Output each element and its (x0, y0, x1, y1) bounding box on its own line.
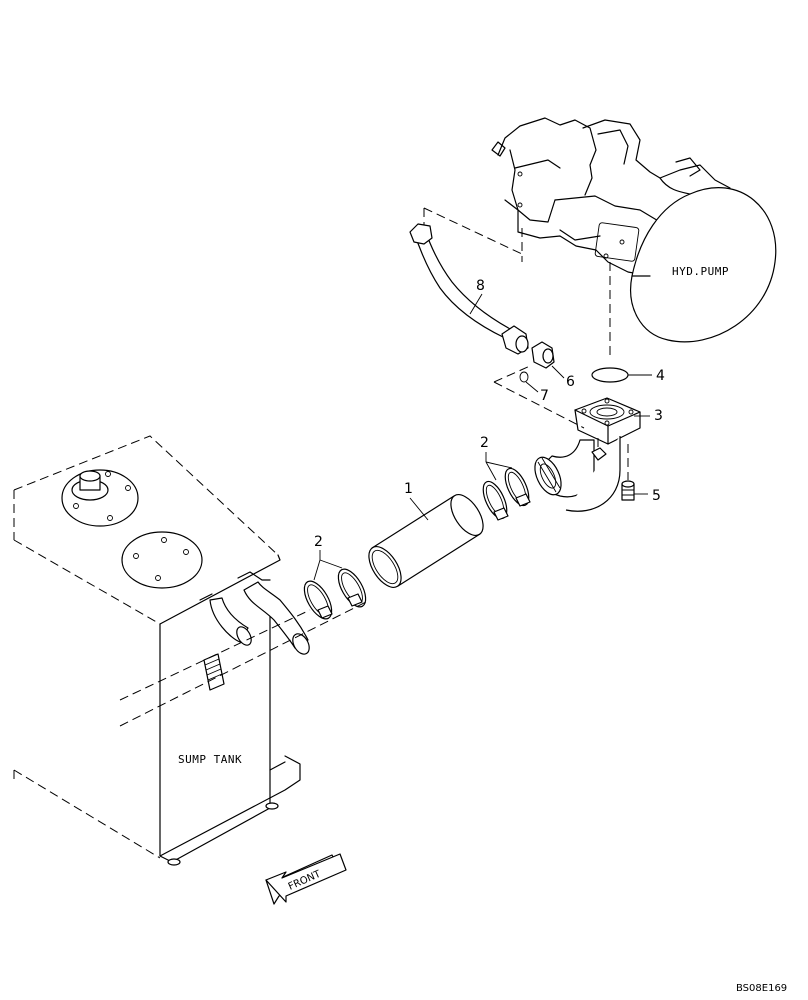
drawing-code: BS08E169 (736, 983, 787, 994)
callout-1: 1 (404, 481, 413, 497)
callout-3: 3 (654, 408, 663, 424)
callout-2-upper: 2 (480, 435, 489, 451)
clamps-upper (482, 467, 531, 521)
suction-hose (368, 494, 484, 588)
callout-7: 7 (540, 388, 549, 404)
sump-tank: SUMP TANK (13, 435, 310, 866)
flange-bolt (621, 444, 635, 501)
hose-centerline-1 (119, 609, 311, 701)
fitting-and-oring (493, 341, 585, 429)
callouts: 1 2 2 3 4 5 6 7 8 (313, 278, 665, 581)
callout-5: 5 (652, 488, 661, 504)
suction-elbow (534, 397, 641, 512)
hydraulic-pump: HYD.PUMP (491, 117, 777, 343)
front-direction-arrow: FRONT (265, 853, 347, 905)
hose-assembly (409, 207, 529, 355)
callout-2-lower: 2 (314, 534, 323, 550)
sump-tank-label: SUMP TANK (178, 753, 242, 766)
callout-8: 8 (476, 278, 485, 294)
pump-label: HYD.PUMP (672, 265, 729, 278)
hose-centerline-2 (119, 599, 371, 727)
callout-4: 4 (656, 368, 665, 384)
pump-o-ring (591, 367, 629, 383)
clamps-lower (303, 568, 367, 620)
callout-6: 6 (566, 374, 575, 390)
